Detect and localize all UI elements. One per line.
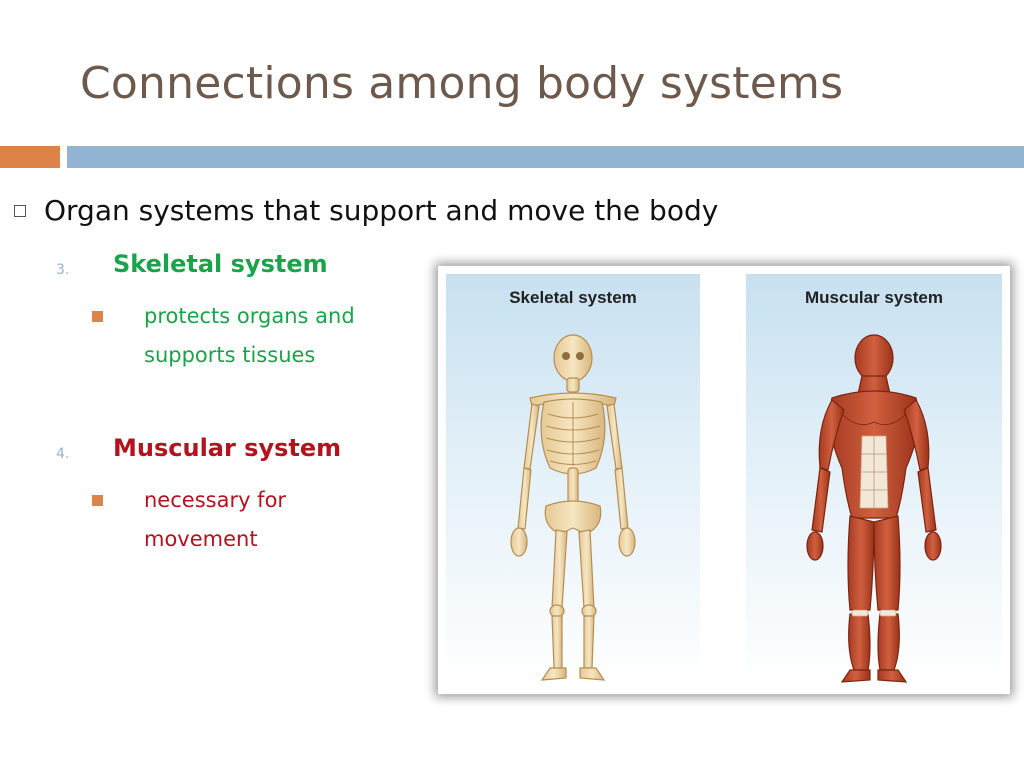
skeleton-illustration: [510, 334, 636, 681]
skeletal-system-label: Skeletal system: [509, 288, 637, 307]
skeletal-system-heading: Skeletal system: [113, 250, 328, 278]
body-systems-figure: Skeletal system: [438, 266, 1010, 694]
hollow-square-bullet-icon: [14, 204, 26, 217]
main-bullet: Organ systems that support and move the …: [14, 194, 718, 227]
item-number-4: 4.: [56, 446, 70, 462]
detail-line: protects organs and: [144, 304, 355, 328]
skeletal-system-panel: Skeletal system: [446, 274, 700, 686]
muscular-system-label: Muscular system: [805, 288, 943, 307]
main-bullet-text: Organ systems that support and move the …: [44, 194, 719, 227]
orange-square-bullet-icon: [92, 495, 103, 506]
title-accent-orange-bar: [0, 146, 60, 168]
title-accent-blue-bar: [67, 146, 1024, 168]
muscular-system-heading: Muscular system: [113, 434, 342, 462]
skeletal-system-detail: protects organs and supports tissues: [144, 297, 424, 375]
slide-title: Connections among body systems: [80, 58, 844, 109]
detail-line: necessary for: [144, 488, 287, 512]
orange-square-bullet-icon: [92, 311, 103, 322]
muscular-system-detail: necessary for movement: [144, 481, 424, 559]
muscular-system-panel: Muscular system: [746, 274, 1002, 686]
detail-line: movement: [144, 527, 258, 551]
detail-line: supports tissues: [144, 343, 316, 367]
item-number-3: 3.: [56, 262, 70, 278]
muscle-illustration: [806, 334, 942, 683]
